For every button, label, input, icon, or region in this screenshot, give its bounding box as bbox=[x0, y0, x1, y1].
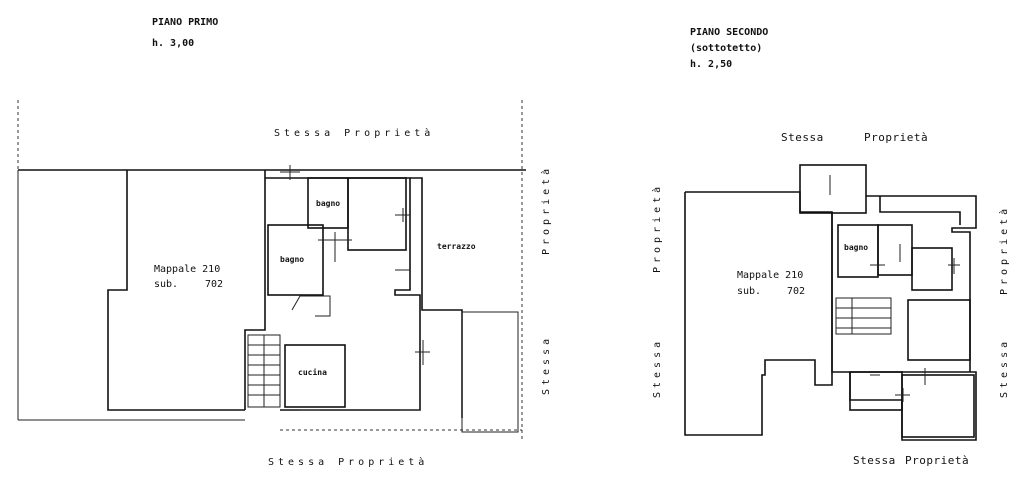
floor1-stair-wall bbox=[244, 170, 266, 410]
floor1-inner-walls bbox=[265, 177, 421, 411]
floor2-title: PIANO SECONDO bbox=[690, 27, 768, 38]
floor2-room-sw bbox=[849, 371, 903, 411]
floor2-mappale: Mappale 210 bbox=[737, 270, 803, 281]
floor2-prop-left-bottom: Stessa bbox=[652, 338, 663, 398]
floor2-plan: PIANO SECONDO (sottotetto) h. 2,50 bbox=[651, 27, 1010, 467]
floor1-prop-right-bottom: Stessa bbox=[541, 335, 552, 395]
floor1-balcony bbox=[461, 311, 519, 433]
floor1-cucina bbox=[284, 344, 346, 408]
floor2-room-b bbox=[911, 247, 953, 291]
floor1-title: PIANO PRIMO bbox=[152, 17, 218, 28]
floor1-bagno-large bbox=[267, 224, 324, 296]
floor1-room-label-bagno1: bagno bbox=[316, 199, 340, 208]
floor2-prop-left-top: Proprietà bbox=[651, 183, 663, 273]
floor1-sub-num: 702 bbox=[205, 279, 223, 290]
floor1-sub: sub. bbox=[154, 279, 178, 290]
floor1-east-wall bbox=[410, 177, 463, 418]
floor2-height: h. 2,50 bbox=[690, 59, 732, 70]
floor2-prop-top-a: Stessa bbox=[781, 131, 824, 144]
floor2-room-a bbox=[877, 224, 913, 276]
floor1-prop-top: Stessa Proprietà bbox=[274, 127, 434, 139]
floor2-openings bbox=[829, 175, 960, 402]
floor2-room-c bbox=[907, 299, 971, 361]
floor1-outer-wall-left bbox=[107, 170, 245, 411]
floor2-room-label-bagno: bagno bbox=[844, 243, 868, 252]
floor2-prop-bottom-b: Proprietà bbox=[905, 454, 969, 467]
floor2-chimney-block bbox=[799, 164, 867, 214]
floor2-stair bbox=[835, 297, 892, 335]
floor2-sub-num: 702 bbox=[787, 286, 805, 297]
floor1-openings bbox=[280, 165, 430, 411]
floor1-prop-bottom: Stessa Proprietà bbox=[268, 456, 428, 468]
floor2-outer-wall bbox=[684, 191, 833, 436]
floor1-height: h. 3,00 bbox=[152, 38, 194, 49]
floor1-room-label-cucina: cucina bbox=[298, 367, 327, 377]
floor1-room-label-bagno2: bagno bbox=[280, 255, 304, 264]
floor2-prop-top-b: Proprietà bbox=[864, 131, 928, 144]
floor1-prop-right-top: Proprietà bbox=[540, 165, 552, 255]
floor1-room-label-terrazzo: terrazzo bbox=[437, 242, 476, 251]
floor1-mappale: Mappale 210 bbox=[154, 264, 220, 275]
floor2-prop-bottom-a: Stessa bbox=[853, 454, 896, 467]
floor1-stair bbox=[247, 295, 331, 408]
floor2-sub: sub. bbox=[737, 286, 761, 297]
floor1-plan: PIANO PRIMO h. 3,00 bbox=[17, 17, 552, 468]
floor2-room-se bbox=[901, 374, 975, 438]
floor2-gable bbox=[879, 196, 961, 225]
floor1-room-center bbox=[347, 177, 407, 251]
floor2-subtitle: (sottotetto) bbox=[690, 43, 762, 54]
floor2-east-wall bbox=[866, 195, 977, 372]
floor2-prop-right-bottom: Stessa bbox=[999, 338, 1010, 398]
floor2-prop-right: Proprietà bbox=[998, 205, 1010, 295]
